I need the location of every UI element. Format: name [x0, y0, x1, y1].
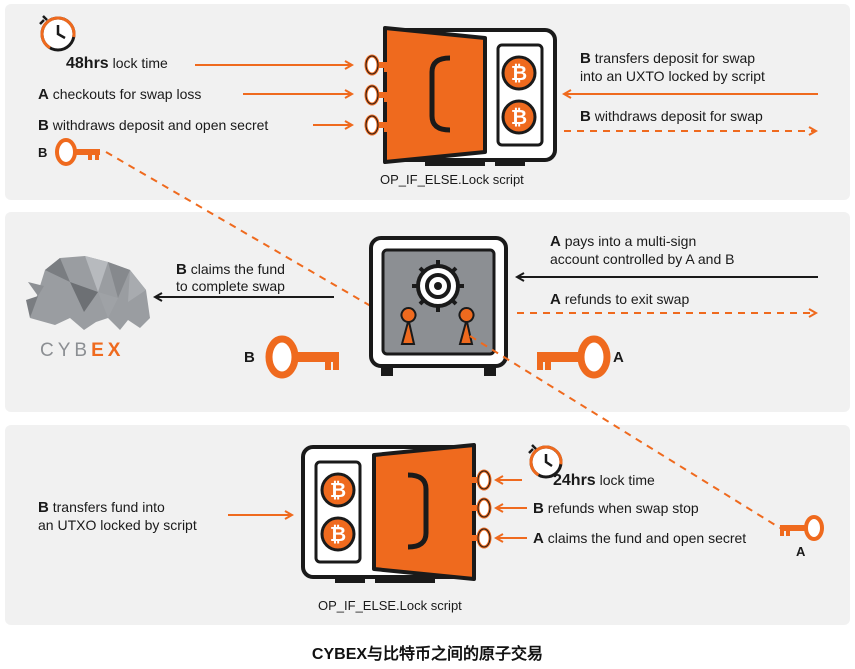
party-a-tag: A: [533, 530, 544, 547]
a-checkouts-text: checkouts for swap loss: [52, 86, 202, 102]
b-claims-line1: claims the fund: [190, 261, 285, 277]
b-withdraws-label: B withdraws deposit and open secret: [38, 116, 268, 135]
b-transfers-fund-line1: transfers fund into: [52, 499, 165, 515]
b-claims-line2: to complete swap: [176, 278, 285, 294]
key-icon: [55, 138, 100, 166]
party-b-tag: B: [580, 50, 591, 67]
b-transfers-fund-label: B transfers fund into: [38, 498, 165, 517]
party-b-tag: B: [176, 261, 187, 278]
b-refunds-text: refunds when swap stop: [547, 500, 699, 516]
lock-time-text: lock time: [599, 472, 655, 488]
key-a-label: A: [796, 544, 806, 559]
a-pays-line1: pays into a multi-sign: [564, 233, 697, 249]
a-refunds-label: A refunds to exit swap: [550, 290, 689, 309]
lock-time-value: 48hrs: [66, 55, 109, 72]
party-a-tag: A: [550, 291, 561, 308]
bitcoin-icon: [320, 472, 356, 508]
party-a-tag: A: [38, 86, 49, 103]
key-b-label: B: [38, 145, 48, 160]
b-withdraws-text: withdraws deposit and open secret: [52, 117, 269, 133]
bitcoin-icon: [320, 516, 356, 552]
a-pays-line2: account controlled by A and B: [550, 251, 735, 267]
a-checkouts-label: A checkouts for swap loss: [38, 85, 201, 104]
party-b-tag: B: [533, 500, 544, 517]
key-b-label: B: [244, 349, 255, 366]
key-icon: [780, 515, 824, 541]
a-claims-text: claims the fund and open secret: [547, 530, 747, 546]
b-withdraws-deposit-text: withdraws deposit for swap: [594, 108, 763, 124]
lock-time-text: lock time: [112, 55, 168, 71]
rhino-logo: [26, 256, 150, 330]
lock-script-caption: OP_IF_ELSE.Lock script: [318, 598, 462, 613]
a-pays-label: A pays into a multi-sign: [550, 232, 696, 251]
diagram-title: CYBEX与比特币之间的原子交易: [311, 646, 544, 663]
party-b-tag: B: [580, 108, 591, 125]
b-refunds-label: B refunds when swap stop: [533, 499, 699, 518]
key-icon: [537, 335, 611, 379]
lock-time-value: 24hrs: [553, 472, 596, 489]
lock-time-24-label: 24hrs lock time: [553, 471, 655, 490]
party-b-tag: B: [38, 117, 49, 134]
safe-icon: [369, 236, 508, 376]
b-transfers-deposit-label: B transfers deposit for swap: [580, 49, 755, 68]
cybex-logo: CYBEX: [40, 340, 124, 362]
key-a-label: A: [613, 349, 624, 366]
secret-path-a: [469, 335, 781, 529]
lock-time-48-label: 48hrs lock time: [66, 54, 168, 73]
b-claims-label: B claims the fund: [176, 260, 285, 279]
secret-path-b: [105, 151, 413, 331]
logo-text-ex: EX: [91, 340, 125, 361]
vault-icon: [364, 26, 557, 166]
key-icon: [265, 335, 339, 379]
clock-icon: [528, 444, 563, 479]
logo-text-cyb: CYB: [40, 340, 92, 361]
b-transfers-fund-line2: an UTXO locked by script: [38, 517, 197, 533]
bitcoin-icon: [501, 99, 537, 135]
vault-icon: [301, 443, 492, 583]
b-transfers-line2: into an UXTO locked by script: [580, 68, 765, 84]
party-b-tag: B: [38, 499, 49, 516]
a-claims-label: A claims the fund and open secret: [533, 529, 746, 548]
a-refunds-text: refunds to exit swap: [564, 291, 690, 307]
b-withdraws-deposit-label: B withdraws deposit for swap: [580, 107, 763, 126]
bitcoin-icon: [501, 55, 537, 91]
clock-icon: [39, 15, 76, 52]
party-a-tag: A: [550, 233, 561, 250]
lock-script-caption: OP_IF_ELSE.Lock script: [380, 172, 524, 187]
b-transfers-line1: transfers deposit for swap: [594, 50, 756, 66]
